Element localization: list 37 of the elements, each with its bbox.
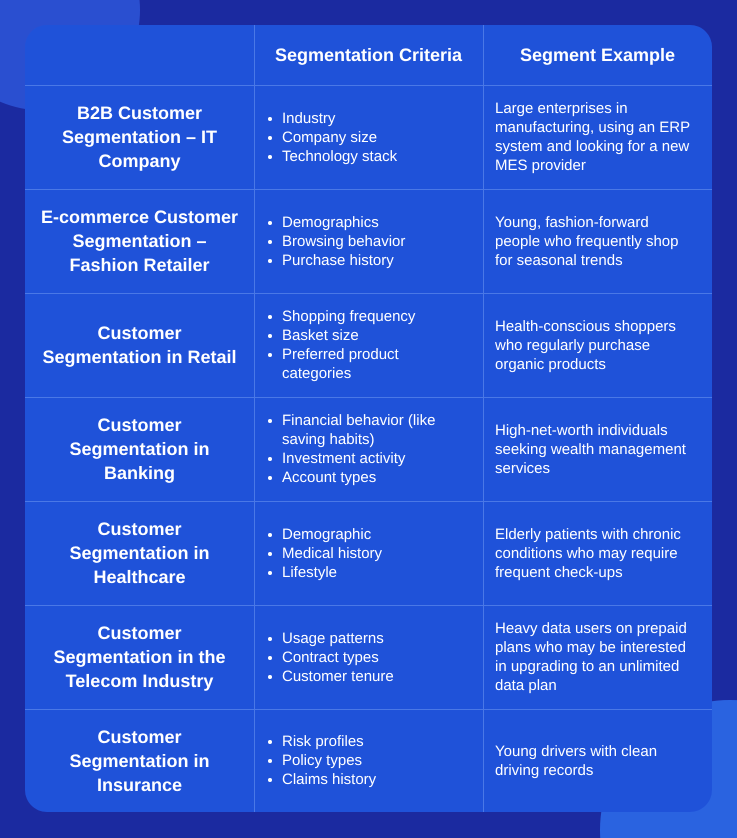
row-heading: B2B Customer Segmentation – IT Company — [60, 102, 218, 173]
criteria-item: Demographics — [266, 212, 471, 232]
criteria-item: Industry — [266, 108, 471, 128]
criteria-item: Technology stack — [266, 146, 471, 166]
criteria-item: Preferred product categories — [266, 345, 471, 383]
example-text: Heavy data users on prepaid plans who may be interested in upgrading to an unlimited data plan — [495, 619, 688, 695]
example-text: Elderly patients with chronic conditions who may require frequent check-ups — [495, 524, 682, 582]
example-text: Young, fashion-forward people who frequently shop for seasonal trends — [495, 212, 680, 270]
criteria-item: Usage patterns — [266, 628, 471, 648]
row-heading: Customer Segmentation in the Telecom Industry — [52, 622, 226, 693]
criteria-item: Medical history — [266, 544, 471, 562]
row-heading: Customer Segmentation in Retail — [41, 322, 238, 369]
row-heading: Customer Segmentation in Healthcare — [68, 518, 210, 589]
row-heading: Customer Segmentation in Insurance — [68, 726, 210, 796]
criteria-item: Claims history — [266, 770, 471, 789]
row-heading: Customer Segmentation in Banking — [68, 414, 210, 485]
criteria-item: Policy types — [266, 751, 471, 770]
row-heading: E-commerce Customer Segmentation – Fashion Retailer — [40, 206, 240, 277]
column-header: Segment Example — [518, 44, 676, 67]
criteria-item: Shopping frequency — [266, 307, 471, 326]
example-text: Health-conscious shoppers who regularly purchase organic products — [495, 316, 677, 374]
criteria-item: Demographic — [266, 524, 471, 544]
criteria-item: Browsing behavior — [266, 232, 471, 250]
criteria-item: Contract types — [266, 648, 471, 666]
criteria-item: Lifestyle — [266, 562, 471, 582]
criteria-item: Customer tenure — [266, 666, 471, 686]
criteria-item: Purchase history — [266, 250, 471, 270]
criteria-item: Financial behavior (like saving habits) — [266, 411, 471, 449]
column-header: Segmentation Criteria — [274, 44, 464, 67]
example-text: High-net-worth individuals seeking wealth management services — [495, 420, 687, 478]
example-text: Young drivers with clean driving records — [495, 742, 658, 780]
criteria-item: Basket size — [266, 326, 471, 345]
criteria-item: Account types — [266, 468, 471, 487]
criteria-item: Company size — [266, 128, 471, 146]
criteria-item: Risk profiles — [266, 732, 471, 751]
criteria-item: Investment activity — [266, 449, 471, 468]
example-text: Large enterprises in manufacturing, using an ERP system and looking for a new MES provider — [495, 99, 691, 175]
